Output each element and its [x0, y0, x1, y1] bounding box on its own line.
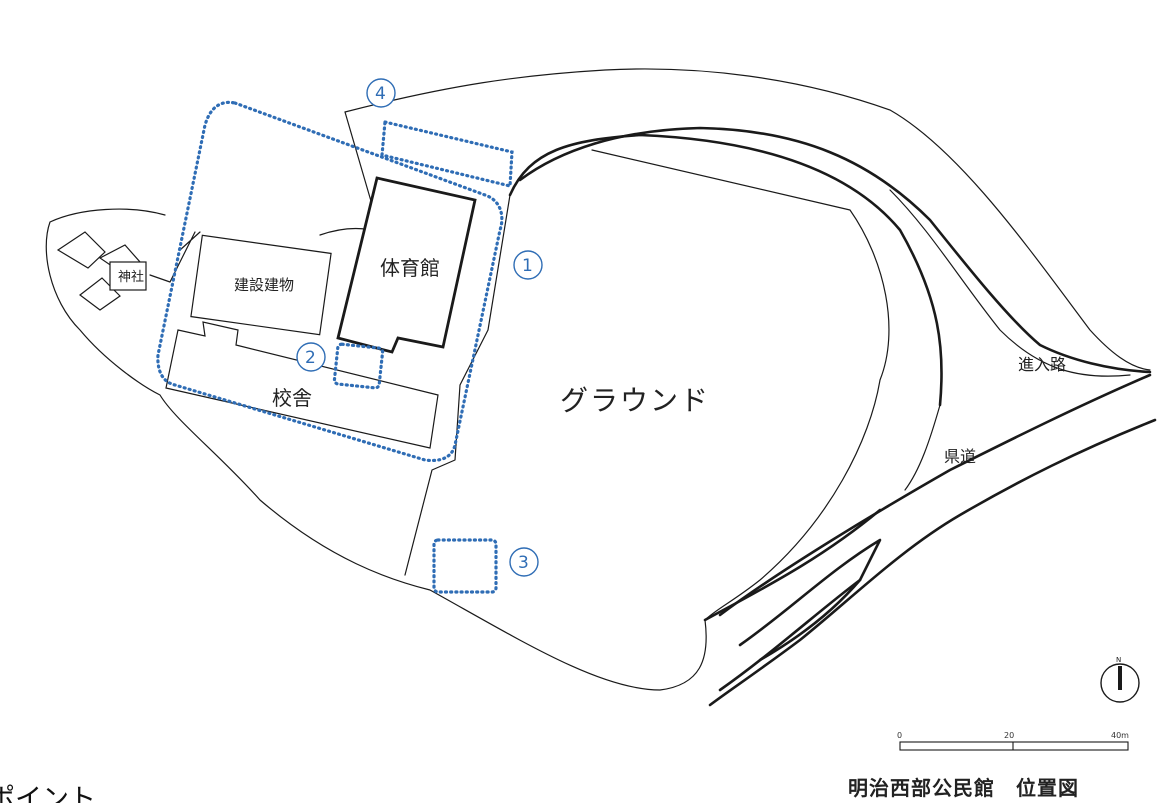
scale-tick-0: 0 — [897, 731, 902, 740]
zone-1-outline — [156, 100, 504, 463]
scale-tick-20: 20 — [1004, 731, 1014, 740]
shrine-label: 神社 — [118, 269, 144, 285]
tree-icon — [232, 522, 308, 598]
tree-icon — [97, 442, 173, 518]
tree-icon — [10, 347, 86, 423]
scale-bar: 0 20 40m — [897, 731, 1129, 751]
field-divider — [404, 194, 511, 576]
site-boundary — [344, 68, 1151, 371]
tree-icon — [912, 62, 988, 138]
point-caption: ポイント — [0, 784, 96, 803]
prefectural-road-lower — [708, 418, 1157, 707]
tree-icon — [612, 0, 688, 66]
marker-2-label: 2 — [305, 348, 316, 368]
tree-icon — [252, 712, 328, 788]
shrine-hill-outline — [45, 208, 707, 691]
tree-icon — [1047, 32, 1123, 108]
zone-4-outline — [380, 120, 514, 189]
prefectural-road-upper — [718, 373, 1152, 617]
construction-building: 建設建物 — [190, 234, 332, 336]
ground-label: グラウンド — [560, 384, 710, 417]
road-ramp-3 — [738, 538, 882, 662]
road-ramp-2 — [703, 508, 882, 622]
marker-2[interactable]: 2 — [296, 342, 326, 372]
prefectural-road-label: 県道 — [944, 447, 976, 466]
tree-icon — [1022, 167, 1098, 243]
tree-icon — [1072, 422, 1148, 498]
access-road-label: 進入路 — [1018, 355, 1066, 374]
marker-1[interactable]: 1 — [513, 250, 543, 280]
north-arrow: N — [1100, 656, 1140, 703]
north-arrow-label: N — [1116, 656, 1121, 664]
gymnasium: 体育館 — [336, 176, 477, 354]
tree-icon — [57, 112, 133, 188]
marker-3-label: 3 — [518, 553, 529, 573]
road-ramp-4 — [718, 578, 862, 692]
construction-building-label: 建設建物 — [234, 276, 294, 294]
zone-3-outline — [432, 538, 498, 594]
tree-icon — [352, 582, 428, 658]
map-title: 明治西部公民館 位置図 — [848, 776, 1079, 800]
gymnasium-label: 体育館 — [380, 256, 440, 280]
marker-4-label: 4 — [375, 84, 386, 104]
marker-3[interactable]: 3 — [509, 547, 539, 577]
scale-tick-40: 40m — [1111, 731, 1129, 740]
tree-icon — [937, 507, 1013, 583]
ground-boundary — [591, 149, 890, 621]
road-edge-north — [518, 126, 1152, 374]
inner-ground-edge — [508, 133, 943, 407]
shrine: 神社 — [56, 231, 147, 311]
marker-4[interactable]: 4 — [366, 78, 396, 108]
road-edge-outer — [889, 189, 1131, 377]
marker-1-label: 1 — [522, 256, 533, 276]
zone-2-outline — [332, 342, 385, 390]
tree-icon — [767, 7, 843, 83]
point-caption-box: ポイント — [0, 775, 194, 803]
school-building-label: 校舎 — [272, 386, 312, 410]
tree-icon — [287, 7, 363, 83]
tree-icon — [452, 0, 528, 68]
tree-icon — [467, 652, 543, 728]
tree-icon — [127, 10, 203, 86]
road-ramp-1 — [904, 404, 941, 491]
